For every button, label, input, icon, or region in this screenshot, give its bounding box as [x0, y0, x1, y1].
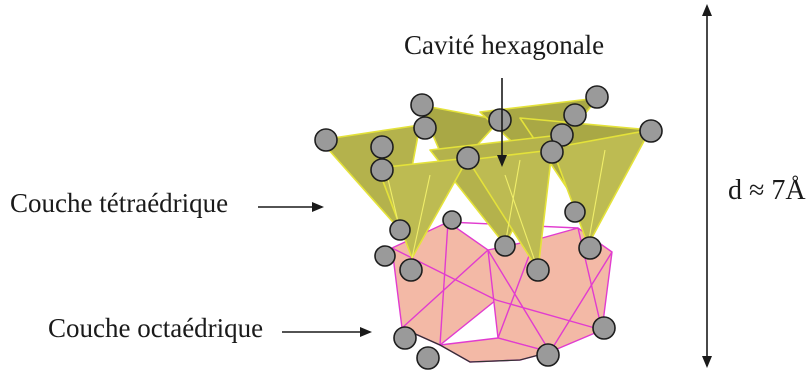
atom — [495, 236, 515, 256]
octahedral-layer-label: Couche octaédrique — [48, 315, 263, 342]
atom — [414, 117, 436, 139]
atom — [371, 159, 393, 181]
atom — [565, 202, 585, 222]
atom — [593, 317, 615, 339]
atom — [640, 120, 662, 142]
atom — [411, 94, 433, 116]
atom — [579, 237, 601, 259]
atom — [564, 104, 586, 126]
atom — [315, 129, 337, 151]
atom — [457, 147, 479, 169]
atom — [390, 220, 410, 240]
atom — [537, 344, 559, 366]
atom — [586, 86, 608, 108]
atom — [527, 259, 549, 281]
distance-label: d ≈ 7Å — [728, 177, 806, 205]
atom — [375, 246, 395, 266]
atom — [394, 327, 416, 349]
atom — [541, 141, 563, 163]
atom — [443, 211, 461, 229]
atom — [489, 109, 511, 131]
tetrahedral-layer-label: Couche tétraédrique — [10, 190, 228, 217]
atom — [417, 347, 439, 369]
cavity-label: Cavité hexagonale — [404, 32, 604, 59]
atom — [400, 259, 422, 281]
atom — [371, 136, 393, 158]
